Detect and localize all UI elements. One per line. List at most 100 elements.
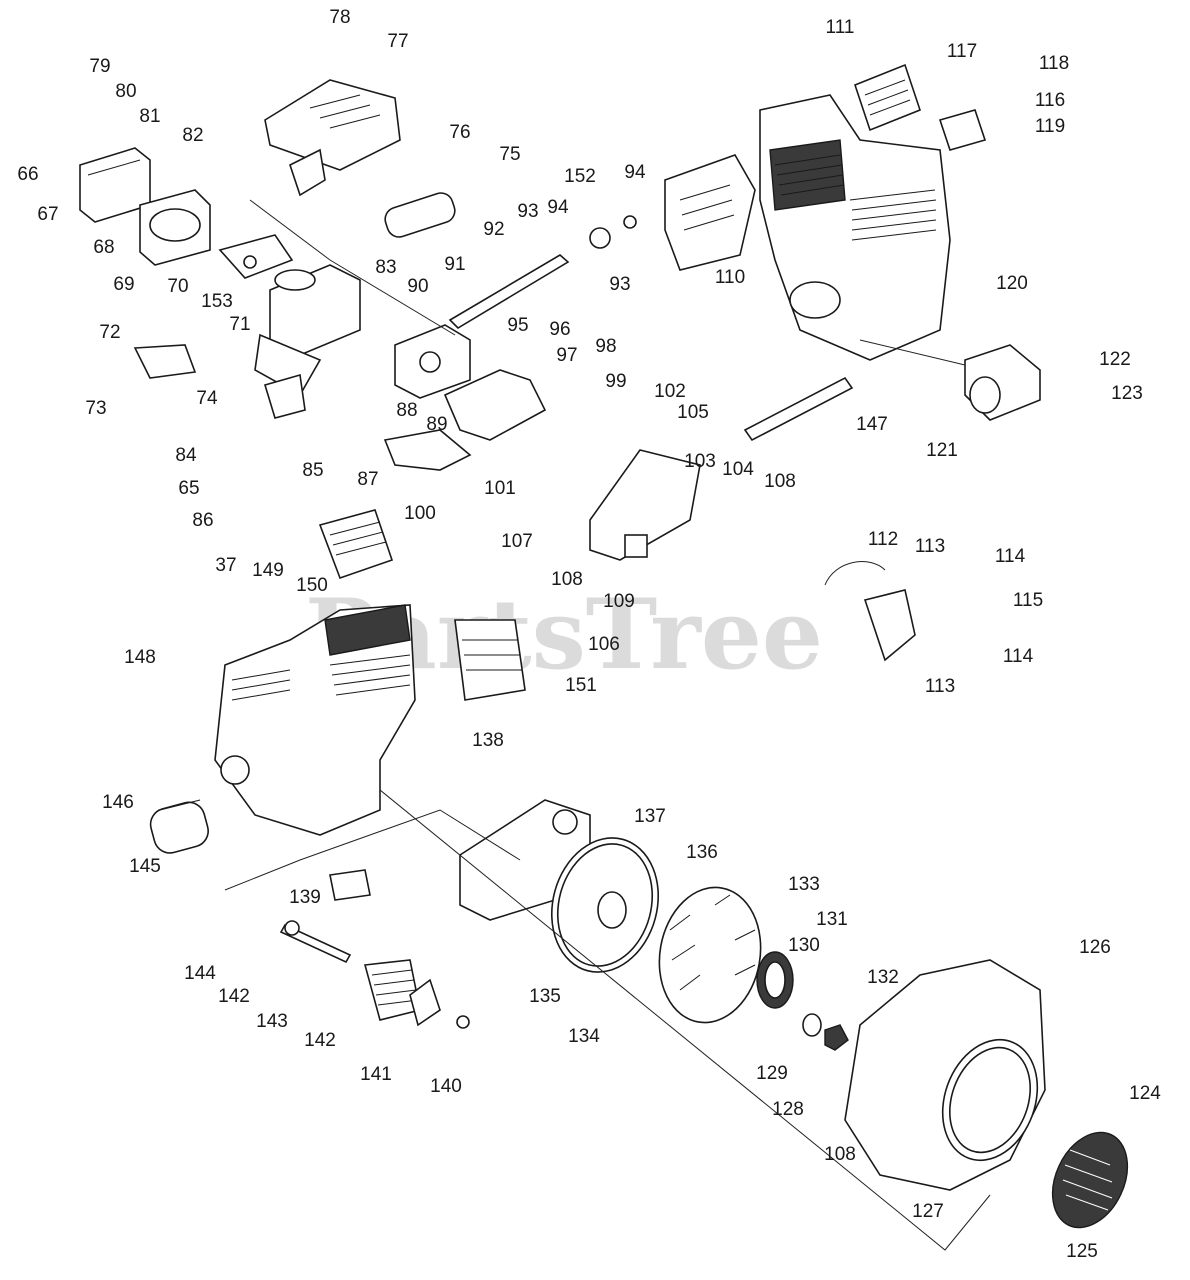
callout-148: 148 — [124, 647, 156, 668]
callout-80: 80 — [115, 81, 136, 102]
callout-130: 130 — [788, 935, 820, 956]
callout-142: 142 — [304, 1030, 336, 1051]
intake-manifold — [383, 369, 547, 471]
foam-filter-75 — [384, 192, 456, 238]
spacer-139 — [329, 869, 371, 901]
callout-37: 37 — [215, 555, 236, 576]
callout-90: 90 — [407, 276, 428, 297]
washer-129 — [802, 1013, 822, 1037]
callout-75: 75 — [499, 144, 520, 165]
callout-149: 149 — [252, 560, 284, 581]
intake-bracket — [133, 344, 197, 379]
callout-144: 144 — [184, 963, 216, 984]
callout-114: 114 — [1003, 646, 1034, 667]
callout-142: 142 — [218, 986, 250, 1007]
fuel-pump-shield-107 — [589, 449, 701, 561]
callout-93: 93 — [609, 274, 630, 295]
callout-73: 73 — [85, 398, 106, 419]
starter-motor-121 — [964, 344, 1041, 421]
callout-116: 116 — [1035, 90, 1065, 111]
callout-76: 76 — [449, 122, 470, 143]
assembly-line-intake — [249, 199, 456, 336]
callout-141: 141 — [360, 1064, 392, 1085]
callout-108: 108 — [551, 569, 583, 590]
callout-120: 120 — [996, 273, 1028, 294]
callout-65: 65 — [178, 478, 199, 499]
assembly-line-flywheel — [379, 789, 991, 1251]
air-cleaner-cover — [264, 79, 401, 197]
heat-shield-110 — [664, 154, 756, 271]
assembly-line-starter — [859, 339, 966, 366]
callout-78: 78 — [329, 7, 350, 28]
callout-82: 82 — [182, 125, 203, 146]
callout-129: 129 — [756, 1063, 788, 1084]
callout-104: 104 — [722, 459, 754, 480]
callout-81: 81 — [139, 106, 160, 127]
callout-145: 145 — [129, 856, 161, 877]
callout-74: 74 — [196, 388, 218, 409]
callout-134: 134 — [568, 1026, 600, 1047]
callout-138: 138 — [472, 730, 504, 751]
callout-86: 86 — [192, 510, 213, 531]
callout-132: 132 — [867, 967, 899, 988]
callout-106: 106 — [588, 634, 620, 655]
callout-125: 125 — [1066, 1241, 1098, 1262]
callout-72: 72 — [99, 322, 120, 343]
engine-assembly-upper — [759, 94, 951, 361]
callout-71: 71 — [229, 314, 250, 335]
callout-127: 127 — [912, 1201, 944, 1222]
callout-122: 122 — [1099, 349, 1131, 370]
callout-113: 113 — [915, 536, 945, 557]
callout-126: 126 — [1079, 937, 1111, 958]
callout-103: 103 — [684, 451, 716, 472]
oil-filter-145 — [149, 799, 209, 854]
callout-94: 94 — [547, 197, 569, 218]
callout-115: 115 — [1013, 590, 1043, 611]
callout-123: 123 — [1111, 383, 1143, 404]
air-cleaner-base — [254, 264, 361, 397]
callout-93: 93 — [517, 201, 538, 222]
fan-133 — [658, 886, 762, 1024]
callout-101: 101 — [484, 478, 516, 499]
flywheel-136 — [550, 837, 660, 973]
callout-117: 117 — [947, 41, 977, 62]
rotating-screen-125 — [1051, 1131, 1129, 1229]
callout-79: 79 — [89, 56, 110, 77]
callout-109: 109 — [603, 591, 635, 612]
choke-shaft — [448, 215, 637, 330]
blower-housing-126 — [844, 959, 1046, 1191]
callout-119: 119 — [1035, 116, 1065, 137]
callout-113: 113 — [925, 676, 955, 697]
callout-77: 77 — [387, 31, 408, 52]
callout-66: 66 — [17, 164, 38, 185]
callout-137: 137 — [634, 806, 666, 827]
callout-118: 118 — [1039, 53, 1069, 74]
callout-128: 128 — [772, 1099, 804, 1120]
callout-133: 133 — [788, 874, 820, 895]
callout-92: 92 — [483, 219, 504, 240]
callout-97: 97 — [556, 345, 577, 366]
callout-67: 67 — [37, 204, 58, 225]
callout-131: 131 — [816, 909, 848, 930]
callout-98: 98 — [595, 336, 616, 357]
air-filter-element — [139, 189, 211, 266]
callout-135: 135 — [529, 986, 561, 1007]
callout-69: 69 — [113, 274, 134, 295]
callout-114: 114 — [995, 546, 1026, 567]
shroud-151 — [454, 619, 526, 701]
air-filter-base — [218, 234, 294, 279]
callout-147: 147 — [856, 414, 888, 435]
callout-95: 95 — [507, 315, 528, 336]
callout-89: 89 — [426, 414, 447, 435]
callout-102: 102 — [654, 381, 686, 402]
callout-152: 152 — [564, 166, 596, 187]
callout-121: 121 — [926, 440, 958, 461]
callout-88: 88 — [396, 400, 417, 421]
callout-91: 91 — [444, 254, 465, 275]
nut-128 — [824, 1024, 849, 1051]
callout-124: 124 — [1129, 1083, 1161, 1104]
callout-136: 136 — [686, 842, 718, 863]
callout-139: 139 — [289, 887, 321, 908]
